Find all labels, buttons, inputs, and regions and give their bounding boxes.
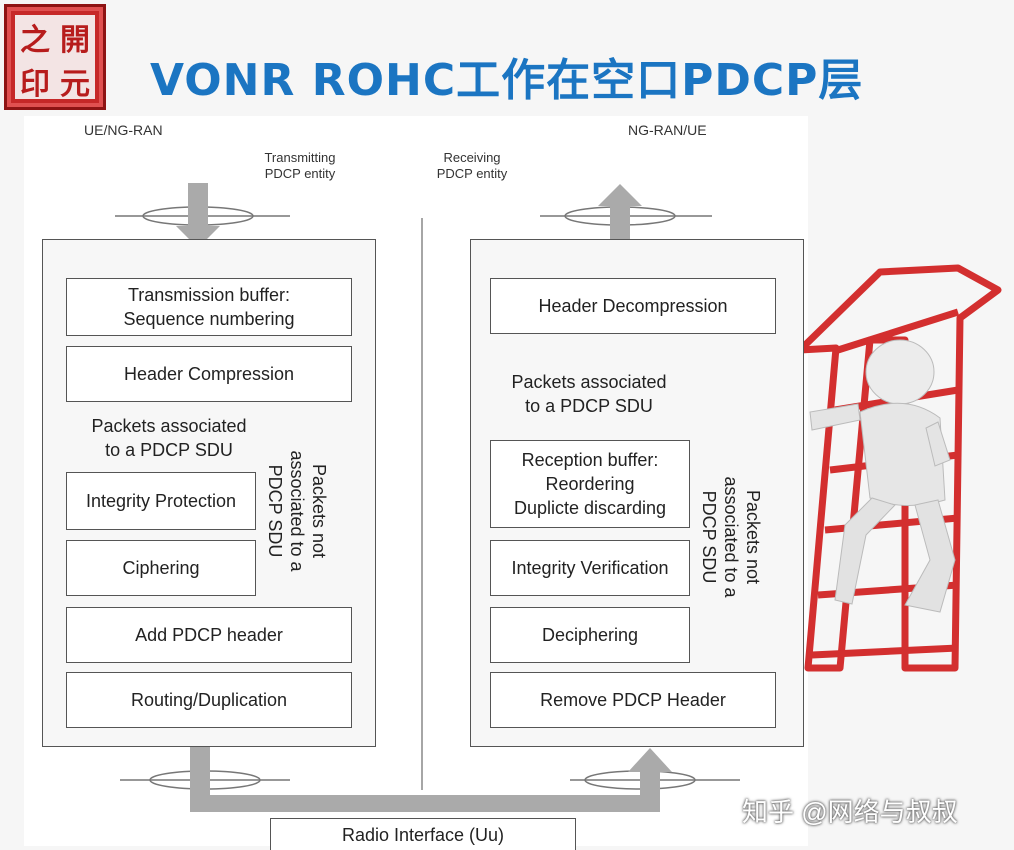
tx-caption-line2: PDCP entity xyxy=(264,166,336,181)
tx-buffer-block: Transmission buffer: Sequence numbering xyxy=(66,278,352,336)
watermark: 知乎 @网络与叔叔 xyxy=(742,797,958,827)
tx-not-assoc-label: Packets not associated to a PDCP SDU xyxy=(264,446,330,576)
logo-char-4: 元 xyxy=(60,67,90,102)
tx-not-assoc-line1: Packets not xyxy=(309,463,329,559)
logo-char-2: 開 xyxy=(60,23,90,58)
logo-char-3: 印 xyxy=(20,67,50,102)
slide-title: VONR ROHC工作在空口PDCP层 xyxy=(150,55,864,106)
rx-entity-caption: Receiving PDCP entity xyxy=(422,150,522,182)
tx-assoc-line1: Packets associated xyxy=(91,416,247,436)
remove-pdcp-header-block: Remove PDCP Header xyxy=(490,672,776,728)
logo-char-1: 之 xyxy=(20,23,50,58)
logo-stamp: 之 開 印 元 xyxy=(4,4,106,110)
reception-buffer-block: Reception buffer: Reordering Duplicte di… xyxy=(490,440,690,528)
add-pdcp-header-block: Add PDCP header xyxy=(66,607,352,663)
rx-assoc-line2: to a PDCP SDU xyxy=(525,396,653,416)
rx-assoc-label: Packets associated to a PDCP SDU xyxy=(494,370,684,418)
rx-not-assoc-line2: associated to a xyxy=(721,476,741,598)
radio-path-arrow xyxy=(190,742,672,812)
rx-not-assoc-line1: Packets not xyxy=(743,489,763,585)
right-entity-label: NG-RAN/UE xyxy=(628,122,707,138)
climbing-figure xyxy=(809,339,956,613)
ciphering-block: Ciphering xyxy=(66,540,256,596)
rx-assoc-line1: Packets associated xyxy=(511,372,667,392)
tx-assoc-line2: to a PDCP SDU xyxy=(105,440,233,460)
rx-caption-line2: PDCP entity xyxy=(436,166,508,181)
tx-not-assoc-line3: PDCP SDU xyxy=(265,464,285,558)
tx-not-assoc-line2: associated to a xyxy=(287,450,307,572)
tx-buffer-line1: Transmission buffer: xyxy=(127,285,291,305)
rx-not-assoc-label: Packets not associated to a PDCP SDU xyxy=(698,472,764,602)
integrity-protection-block: Integrity Protection xyxy=(66,472,256,530)
deciphering-block: Deciphering xyxy=(490,607,690,663)
tx-buffer-line2: Sequence numbering xyxy=(123,309,295,329)
rx-output-arrow xyxy=(598,184,642,250)
radio-interface-box: Radio Interface (Uu) xyxy=(270,818,576,850)
routing-duplication-block: Routing/Duplication xyxy=(66,672,352,728)
reception-line3: Duplicte discarding xyxy=(513,498,667,518)
tx-input-arrow xyxy=(176,183,220,248)
tx-caption-line1: Transmitting xyxy=(264,150,336,165)
rx-not-assoc-line3: PDCP SDU xyxy=(699,490,719,584)
header-decompression-block: Header Decompression xyxy=(490,278,776,334)
reception-line2: Reordering xyxy=(545,474,635,494)
tx-assoc-label: Packets associated to a PDCP SDU xyxy=(74,414,264,462)
rx-caption-line1: Receiving xyxy=(443,150,501,165)
reception-line1: Reception buffer: xyxy=(521,450,659,470)
header-compression-block: Header Compression xyxy=(66,346,352,402)
integrity-verification-block: Integrity Verification xyxy=(490,540,690,596)
left-entity-label: UE/NG-RAN xyxy=(84,122,163,138)
tx-entity-caption: Transmitting PDCP entity xyxy=(250,150,350,182)
